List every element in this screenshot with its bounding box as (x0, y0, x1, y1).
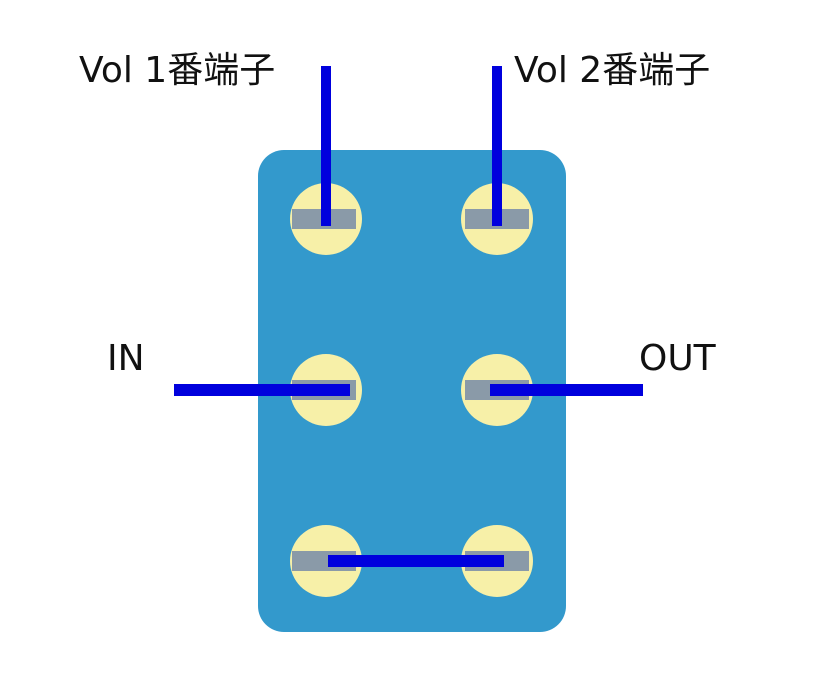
label-vol1: Vol 1番端子 (79, 50, 275, 91)
label-in: IN (107, 338, 145, 379)
switch-body (258, 150, 566, 632)
wire-in (174, 384, 350, 396)
label-vol2: Vol 2番端子 (514, 50, 710, 91)
label-out: OUT (639, 338, 717, 379)
wire-bottom-jumper (328, 555, 504, 567)
wire-vol1 (321, 66, 331, 226)
wire-out (490, 384, 643, 396)
wires (174, 66, 643, 567)
wire-vol2 (492, 66, 502, 226)
